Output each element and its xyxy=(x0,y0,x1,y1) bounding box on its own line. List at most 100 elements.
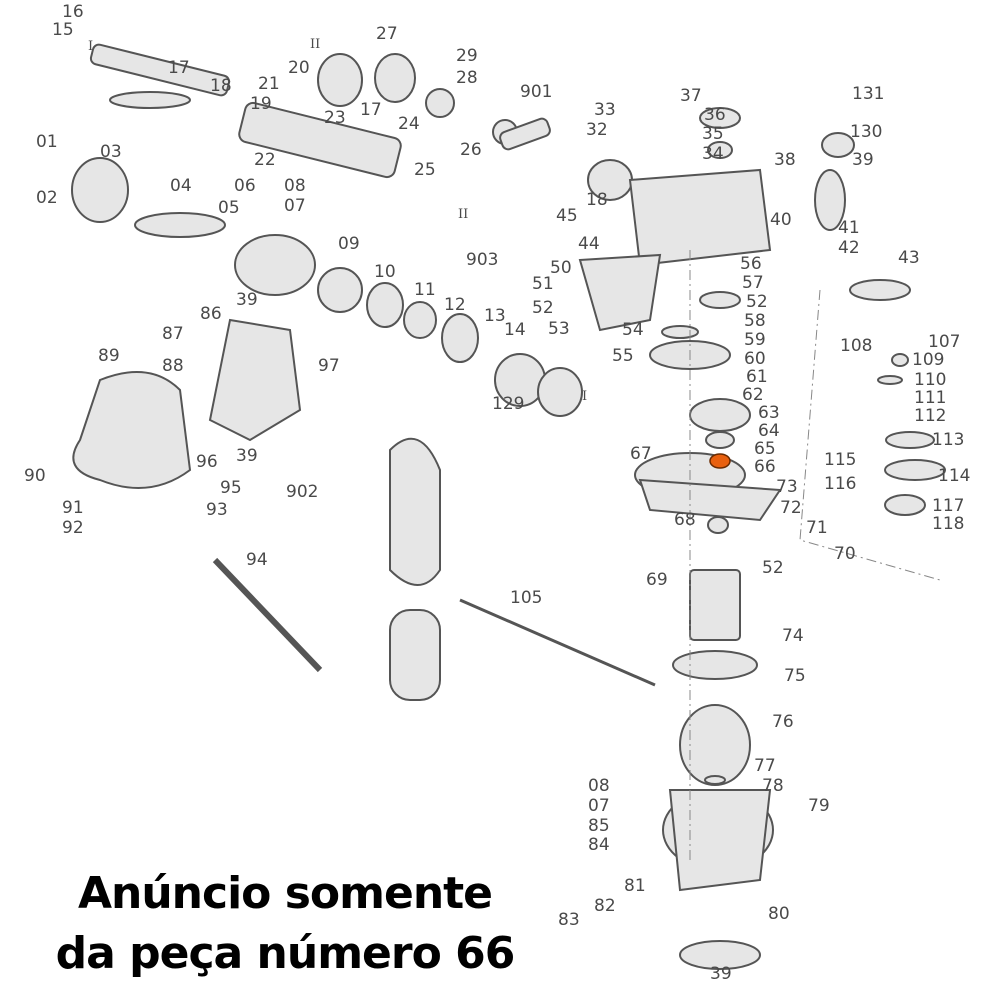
part-label-41: 41 xyxy=(838,218,860,238)
part-label-05: 05 xyxy=(218,198,240,218)
part-label-131: 131 xyxy=(852,84,885,104)
part-label-12: 12 xyxy=(444,295,466,315)
part-label-13: 13 xyxy=(484,306,506,326)
part-label-76: 76 xyxy=(772,712,794,732)
part-label-43: 43 xyxy=(898,248,920,268)
part-label-25: 25 xyxy=(414,160,436,180)
part-label-17: 17 xyxy=(360,100,382,120)
part-label-52: 52 xyxy=(746,292,768,312)
part-shape xyxy=(884,459,946,481)
part-label-23: 23 xyxy=(324,108,346,128)
part-label-09: 09 xyxy=(338,234,360,254)
part-label-61: 61 xyxy=(746,367,768,387)
part-label-109: 109 xyxy=(912,350,945,370)
part-shape xyxy=(891,353,909,367)
part-label-03: 03 xyxy=(100,142,122,162)
part-shape xyxy=(705,431,735,449)
roman-marker: II xyxy=(310,37,321,52)
roman-marker: I xyxy=(88,39,94,54)
part-label-901: 901 xyxy=(520,82,553,102)
part-label-58: 58 xyxy=(744,311,766,331)
part-label-07: 07 xyxy=(284,196,306,216)
part-label-86: 86 xyxy=(200,304,222,324)
part-label-17: 17 xyxy=(168,58,190,78)
axis-guide xyxy=(799,289,941,581)
part-shape xyxy=(707,516,729,534)
part-label-53: 53 xyxy=(548,319,570,339)
part-label-81: 81 xyxy=(624,876,646,896)
part-label-18: 18 xyxy=(586,190,608,210)
part-label-64: 64 xyxy=(758,421,780,441)
part-label-112: 112 xyxy=(914,406,947,426)
part-label-39: 39 xyxy=(852,150,874,170)
part-label-117: 117 xyxy=(932,496,965,516)
part-label-67: 67 xyxy=(630,444,652,464)
part-shape xyxy=(71,157,129,223)
part-label-39: 39 xyxy=(710,964,732,984)
part-shape xyxy=(403,301,437,339)
part-shape xyxy=(238,101,402,179)
part-label-82: 82 xyxy=(594,896,616,916)
part-shape xyxy=(704,775,726,785)
part-label-01: 01 xyxy=(36,132,58,152)
part-shape xyxy=(441,313,479,363)
part-shape xyxy=(317,53,363,107)
part-label-96: 96 xyxy=(196,452,218,472)
housing xyxy=(628,168,772,267)
part-label-52: 52 xyxy=(762,558,784,578)
part-shape xyxy=(689,398,751,432)
part-label-62: 62 xyxy=(742,385,764,405)
part-label-118: 118 xyxy=(932,514,965,534)
part-shape xyxy=(234,234,316,296)
side-handle xyxy=(389,437,441,586)
side-handle-grip xyxy=(389,609,441,701)
part-label-68: 68 xyxy=(674,510,696,530)
part-label-45: 45 xyxy=(556,206,578,226)
part-shape xyxy=(661,325,699,339)
part-label-22: 22 xyxy=(254,150,276,170)
part-shape xyxy=(374,53,416,103)
power-cord xyxy=(212,557,323,673)
part-label-77: 77 xyxy=(754,756,776,776)
part-shape xyxy=(814,169,846,231)
part-label-75: 75 xyxy=(784,666,806,686)
part-label-94: 94 xyxy=(246,550,268,570)
part-label-15: 15 xyxy=(52,20,74,40)
part-shape xyxy=(699,107,741,129)
part-label-65: 65 xyxy=(754,439,776,459)
part-label-97: 97 xyxy=(318,356,340,376)
part-label-42: 42 xyxy=(838,238,860,258)
part-label-10: 10 xyxy=(374,262,396,282)
part-label-11: 11 xyxy=(414,280,436,300)
part-label-107: 107 xyxy=(928,332,961,352)
part-shape xyxy=(134,212,226,238)
part-label-93: 93 xyxy=(206,500,228,520)
part-label-06: 06 xyxy=(234,176,256,196)
part-label-39: 39 xyxy=(236,290,258,310)
part-label-79: 79 xyxy=(808,796,830,816)
part-label-114: 114 xyxy=(938,466,971,486)
part-shape xyxy=(425,88,455,118)
caption-line-1: Anúncio somente xyxy=(77,868,493,919)
part-label-116: 116 xyxy=(824,474,857,494)
part-label-54: 54 xyxy=(622,320,644,340)
part-label-20: 20 xyxy=(288,58,310,78)
part-label-111: 111 xyxy=(914,388,947,408)
part-shape xyxy=(679,940,761,970)
gear-cover xyxy=(638,478,782,522)
part-label-90: 90 xyxy=(24,466,46,486)
part-label-110: 110 xyxy=(914,370,947,390)
part-label-95: 95 xyxy=(220,478,242,498)
part-label-902: 902 xyxy=(286,482,319,502)
rear-handle xyxy=(72,371,192,489)
part-label-51: 51 xyxy=(532,274,554,294)
part-label-35: 35 xyxy=(702,124,724,144)
part-label-87: 87 xyxy=(162,324,184,344)
part-label-115: 115 xyxy=(824,450,857,470)
part-label-04: 04 xyxy=(170,176,192,196)
part-shape xyxy=(699,291,741,309)
part-label-07: 07 xyxy=(588,796,610,816)
part-label-84: 84 xyxy=(588,835,610,855)
